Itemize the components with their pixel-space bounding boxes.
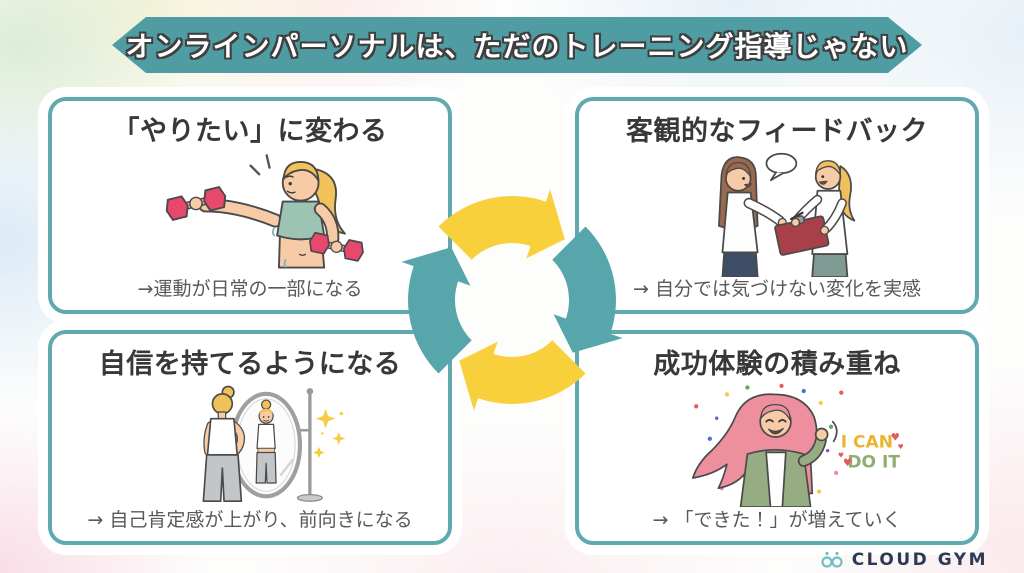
- card-caption: → 「できた！」が増えていく: [652, 509, 902, 531]
- card-title: 成功体験の積み重ね: [653, 349, 901, 380]
- sticker-line1: I CAN: [840, 432, 892, 452]
- feedback-conversation-icon: [718, 152, 856, 277]
- mirror-reflection-icon: [202, 385, 346, 503]
- celebrating-woman-icon: I CAN DO IT ♥ ♥ ♥ ♥: [691, 383, 904, 507]
- card-title: 客観的なフィードバック: [626, 116, 928, 147]
- heart-icon: ♥: [843, 458, 852, 469]
- card-caption: → 自己肯定感が上がり、前向きになる: [87, 509, 413, 531]
- dumbbell-woman-icon: [166, 154, 365, 269]
- card-success-experience: 成功体験の積み重ね: [575, 330, 979, 545]
- card-caption: → 自分では気づけない変化を実感: [633, 278, 921, 300]
- header-banner: オンラインパーソナルは、ただのトレーニング指導じゃない: [112, 17, 922, 73]
- infinity-barbell-icon: [819, 551, 845, 569]
- card-title: 自信を持てるようになる: [98, 349, 402, 380]
- heart-icon: ♥: [890, 432, 899, 443]
- card-gain-confidence: 自信を持てるようになる: [48, 330, 452, 545]
- woman-mirror-illustration: [134, 381, 365, 505]
- brand-name: CLOUD GYM: [851, 550, 988, 570]
- card-caption: →運動が日常の一部になる: [137, 278, 363, 300]
- brand-footer: CLOUD GYM: [819, 550, 988, 570]
- page-title: オンラインパーソナルは、ただのトレーニング指導じゃない: [125, 30, 909, 63]
- card-title: 「やりたい」に変わる: [112, 116, 388, 147]
- card-want-to-do: 「やりたい」に変わる: [48, 97, 452, 314]
- sticker-line2: DO IT: [847, 453, 900, 473]
- two-women-feedback-illustration: [645, 148, 909, 277]
- heart-icon: ♥: [897, 443, 903, 451]
- woman-lifting-dumbbells-illustration: [113, 148, 386, 274]
- happy-woman-confetti-illustration: I CAN DO IT ♥ ♥ ♥ ♥: [645, 381, 910, 507]
- card-objective-feedback: 客観的なフィードバック: [575, 97, 979, 314]
- i-can-do-it-sticker: I CAN DO IT ♥ ♥ ♥ ♥: [838, 432, 904, 472]
- heart-icon: ♥: [838, 452, 844, 460]
